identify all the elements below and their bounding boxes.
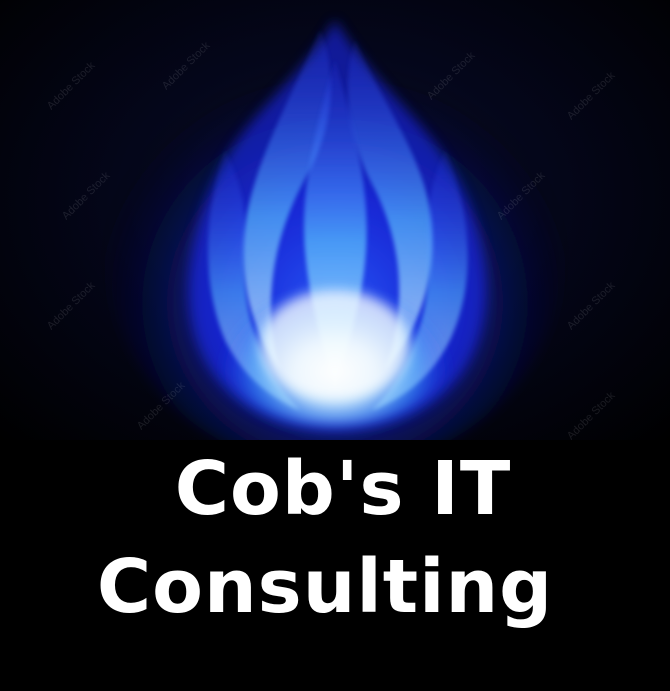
company-name-block: Cob's IT Consulting [0, 440, 670, 691]
company-name-line-2: Consulting [96, 544, 554, 630]
blue-flame-icon [105, 20, 565, 442]
company-name-line-1: Cob's IT [174, 446, 512, 532]
flame-artwork: Adobe Stock Adobe Stock Adobe Stock Adob… [0, 0, 670, 442]
